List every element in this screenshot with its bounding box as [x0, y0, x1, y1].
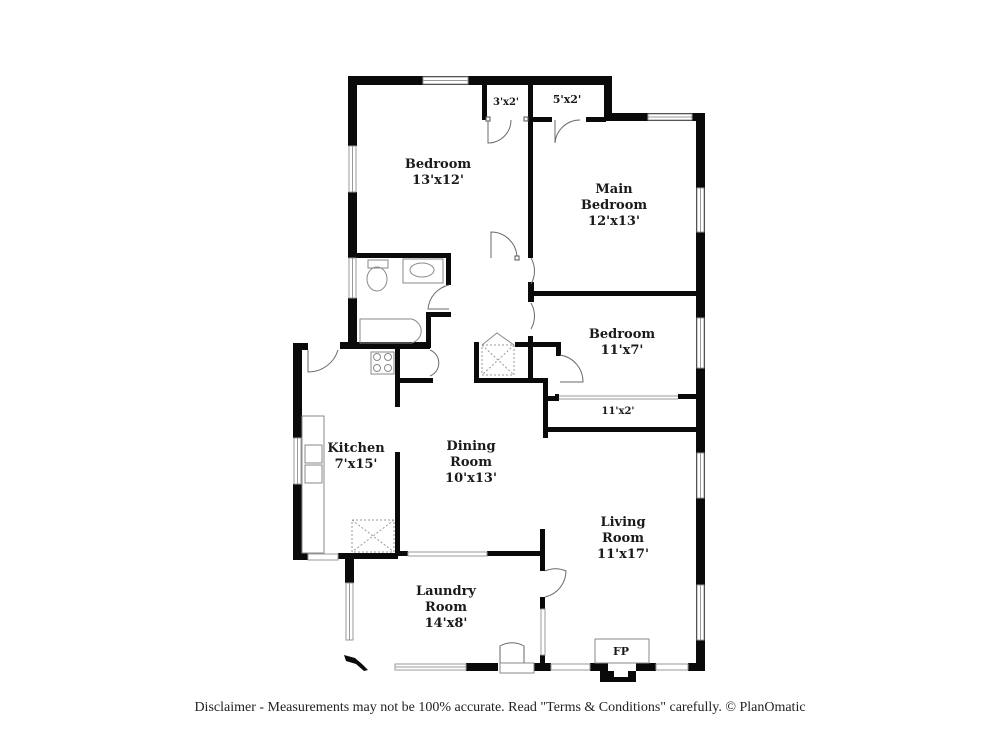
fireplace-text: FP	[612, 645, 630, 658]
room-dims: 14'x8'	[424, 616, 468, 631]
room-name-line2: Room	[425, 600, 467, 615]
room-label-laundry-room: Laundry Room 14'x8'	[416, 584, 476, 632]
closet-label-1: 3'x2'	[493, 95, 519, 111]
room-dims: 12'x13'	[588, 214, 640, 229]
walls	[293, 76, 705, 682]
room-dims: 11'x17'	[597, 547, 649, 562]
fireplace-label: FP	[613, 644, 629, 660]
doors	[307, 116, 584, 674]
room-name-line1: Living	[600, 515, 646, 530]
windows	[293, 76, 705, 671]
fixtures	[301, 258, 650, 664]
room-label-bedroom-3: Bedroom 11'x7'	[589, 327, 655, 359]
closet-dims: 11'x2'	[601, 406, 635, 417]
room-dims: 11'x7'	[600, 343, 644, 358]
room-name-line2: Room	[602, 531, 644, 546]
room-name: Bedroom	[404, 157, 472, 172]
room-name-line2: Bedroom	[580, 198, 648, 213]
closet-label-2: 5'x2'	[553, 92, 582, 108]
closet-dims: 5'x2'	[552, 93, 582, 106]
room-label-dining-room: Dining Room 10'x13'	[445, 439, 497, 487]
room-name-line2: Room	[450, 455, 492, 470]
disclaimer-text: Disclaimer - Measurements may not be 100…	[194, 700, 806, 715]
closet-label-3: 11'x2'	[602, 404, 635, 420]
room-name-line1: Main	[595, 182, 633, 197]
room-label-kitchen: Kitchen 7'x15'	[327, 441, 384, 473]
room-label-main-bedroom: Main Bedroom 12'x13'	[581, 182, 647, 230]
room-name-line1: Dining	[446, 439, 496, 454]
closet-dims: 3'x2'	[492, 97, 520, 108]
room-name: Bedroom	[588, 327, 656, 342]
room-name-line1: Laundry	[416, 584, 476, 599]
room-dims: 7'x15'	[334, 457, 378, 472]
room-label-bedroom-2: Bedroom 13'x12'	[405, 157, 471, 189]
room-label-living-room: Living Room 11'x17'	[597, 515, 649, 563]
room-dims: 10'x13'	[445, 471, 497, 486]
room-dims: 13'x12'	[412, 173, 464, 188]
room-name: Kitchen	[327, 441, 385, 456]
